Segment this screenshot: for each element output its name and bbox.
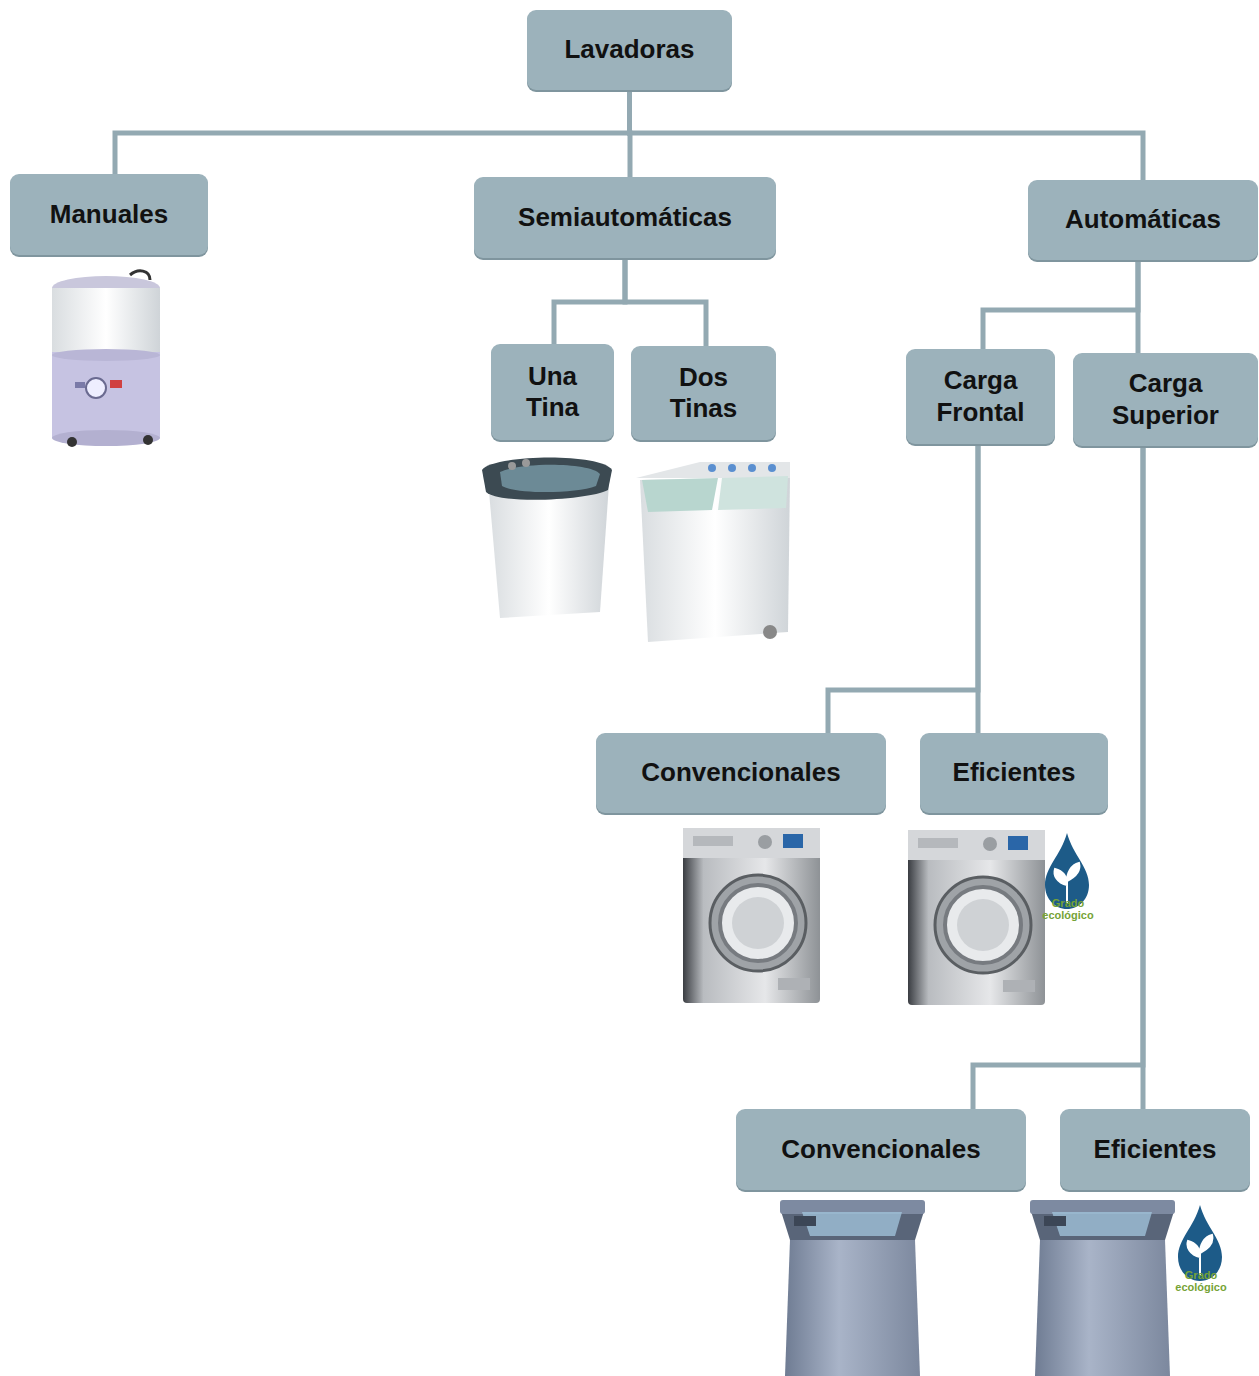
category-box: Carga Frontal xyxy=(906,349,1055,444)
category-box: Convencionales xyxy=(596,733,886,813)
box-label: Lavadoras xyxy=(564,34,694,65)
category-box: Manuales xyxy=(10,174,208,255)
eco-grade-label: Grado ecológico xyxy=(1038,898,1098,921)
category-box: Una Tina xyxy=(491,344,614,440)
tree-connector xyxy=(630,90,1144,180)
top-load-washer xyxy=(780,1200,925,1376)
top-load-washer xyxy=(1030,1200,1175,1376)
box-label: Eficientes xyxy=(1094,1134,1217,1165)
manual-washer xyxy=(52,271,160,447)
category-box: Eficientes xyxy=(1060,1109,1250,1190)
one-tub-washer xyxy=(482,458,612,618)
category-box: Eficientes xyxy=(920,733,1108,813)
category-box: Semiautomáticas xyxy=(474,177,776,258)
category-box: Convencionales xyxy=(736,1109,1026,1190)
box-label: Carga Frontal xyxy=(920,365,1041,427)
box-label: Manuales xyxy=(50,199,169,230)
category-box: Lavadoras xyxy=(527,10,732,90)
tree-connector xyxy=(1136,260,1141,353)
eco-grade-label: Grado ecológico xyxy=(1171,1270,1231,1293)
box-label: Dos Tinas xyxy=(645,362,762,424)
box-label: Automáticas xyxy=(1065,204,1221,235)
tree-connector xyxy=(1141,446,1146,1109)
box-label: Carga Superior xyxy=(1087,368,1244,430)
category-box: Carga Superior xyxy=(1073,353,1258,446)
tree-connector xyxy=(976,444,981,733)
tree-connector xyxy=(115,90,630,174)
front-load-washer xyxy=(683,828,820,1003)
tree-connector xyxy=(554,258,625,344)
box-label: Una Tina xyxy=(505,361,600,423)
tree-connector xyxy=(983,260,1138,349)
front-load-washer xyxy=(908,830,1045,1005)
box-label: Convencionales xyxy=(781,1134,980,1165)
two-tub-washer xyxy=(636,462,790,642)
tree-connector xyxy=(625,258,706,346)
box-label: Convencionales xyxy=(641,757,840,788)
category-box: Dos Tinas xyxy=(631,346,776,440)
category-box: Automáticas xyxy=(1028,180,1258,260)
tree-connector xyxy=(828,444,978,733)
box-label: Eficientes xyxy=(953,757,1076,788)
box-label: Semiautomáticas xyxy=(518,202,732,233)
